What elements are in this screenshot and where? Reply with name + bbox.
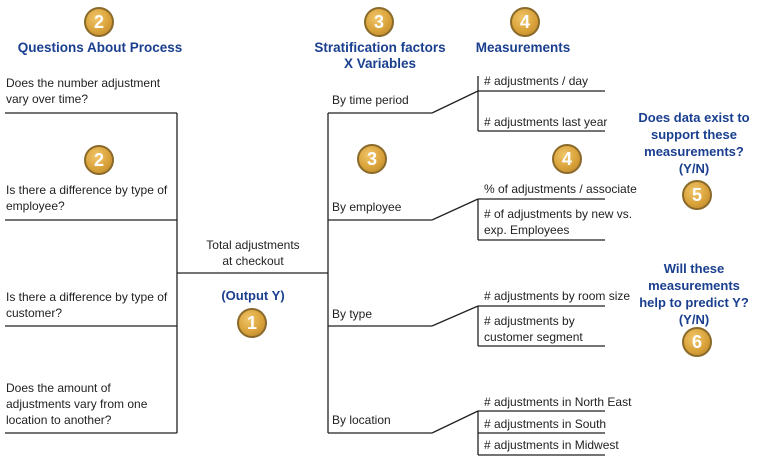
step-badge-2-mid: 2	[84, 145, 114, 175]
output-label: Total adjustments at checkout	[206, 238, 300, 268]
measurement-room-size: # adjustments by room size	[484, 289, 631, 303]
measurement-per-associate: % of adjustments / associate	[484, 182, 637, 196]
header-questions: Questions About Process	[17, 40, 183, 55]
measurement-customer-segment: # adjustments by customer segment	[484, 314, 583, 344]
factor-location: By location	[332, 413, 391, 427]
step-badge-5: 5	[682, 180, 712, 210]
step-badge-1: 1	[237, 308, 267, 338]
measurement-new-vs-exp: # of adjustments by new vs. exp. Employe…	[484, 207, 633, 237]
data-exist-question: Does data exist to support these measure…	[638, 110, 750, 176]
factor-time-period: By time period	[332, 93, 409, 107]
question-3: Is there a difference by type of custome…	[6, 290, 168, 320]
step-badge-3: 3	[364, 7, 394, 37]
measurement-south: # adjustments in South	[484, 417, 607, 431]
header-stratification: Stratification factors X Variables	[314, 40, 446, 71]
factor-type: By type	[332, 307, 373, 321]
question-4: Does the amount of adjustments vary from…	[6, 381, 148, 427]
step-badge-4: 4	[510, 7, 540, 37]
step-badge-2: 2	[84, 7, 114, 37]
factor-employee: By employee	[332, 200, 402, 214]
question-1: Does the number adjustment vary over tim…	[6, 76, 161, 106]
step-badge-3-mid: 3	[357, 144, 387, 174]
measurement-last-year: # adjustments last year	[484, 115, 608, 129]
predict-question: Will these measurements help to predict …	[639, 261, 749, 327]
measurement-per-day: # adjustments / day	[484, 74, 589, 88]
measurement-north-east: # adjustments in North East	[484, 395, 632, 409]
measurement-midwest: # adjustments in Midwest	[484, 438, 619, 452]
question-2: Is there a difference by type of employe…	[6, 183, 168, 213]
step-badge-6: 6	[682, 327, 712, 357]
header-measurements: Measurements	[475, 40, 571, 55]
step-badge-4-mid: 4	[552, 144, 582, 174]
output-y-label: (Output Y)	[221, 288, 285, 303]
